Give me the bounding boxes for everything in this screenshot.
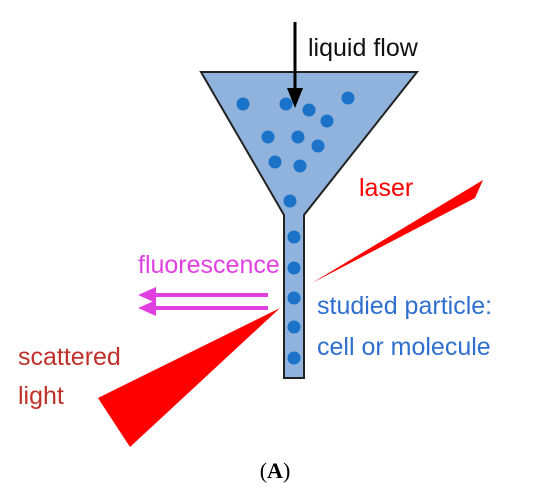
particle [291,130,305,144]
caption-close: ) [283,458,290,483]
liquid-flow-label: liquid flow [308,34,419,62]
fluorescence-arrowheads [138,287,156,316]
caption-letter: A [267,458,283,483]
particle [236,97,250,111]
particle [341,91,355,105]
scattered-light-beam [98,308,280,447]
figure-caption: (A) [260,458,291,483]
laser-label: laser [359,174,413,202]
particle [287,291,301,305]
scattered-label-line2: light [18,382,64,410]
liquid-flow-arrow [287,22,303,108]
studied-particle-line1: studied particle: [317,292,492,320]
particle [287,230,301,244]
particle [311,139,325,153]
particle [287,320,301,334]
scattered-label-line1: scattered [18,343,121,371]
particle [287,261,301,275]
particle [320,114,334,128]
particle [293,159,307,173]
particle [268,155,282,169]
particles [236,91,355,365]
particle [283,194,297,208]
laser-beam [312,180,483,283]
particle [287,351,301,365]
particle [279,97,293,111]
fluorescence-arrows [152,293,268,310]
studied-particle-line2: cell or molecule [317,333,491,361]
particle [261,130,275,144]
fluorescence-label: fluorescence [138,251,280,279]
caption-open: ( [260,458,267,483]
particle [302,103,316,117]
funnel [199,71,420,379]
